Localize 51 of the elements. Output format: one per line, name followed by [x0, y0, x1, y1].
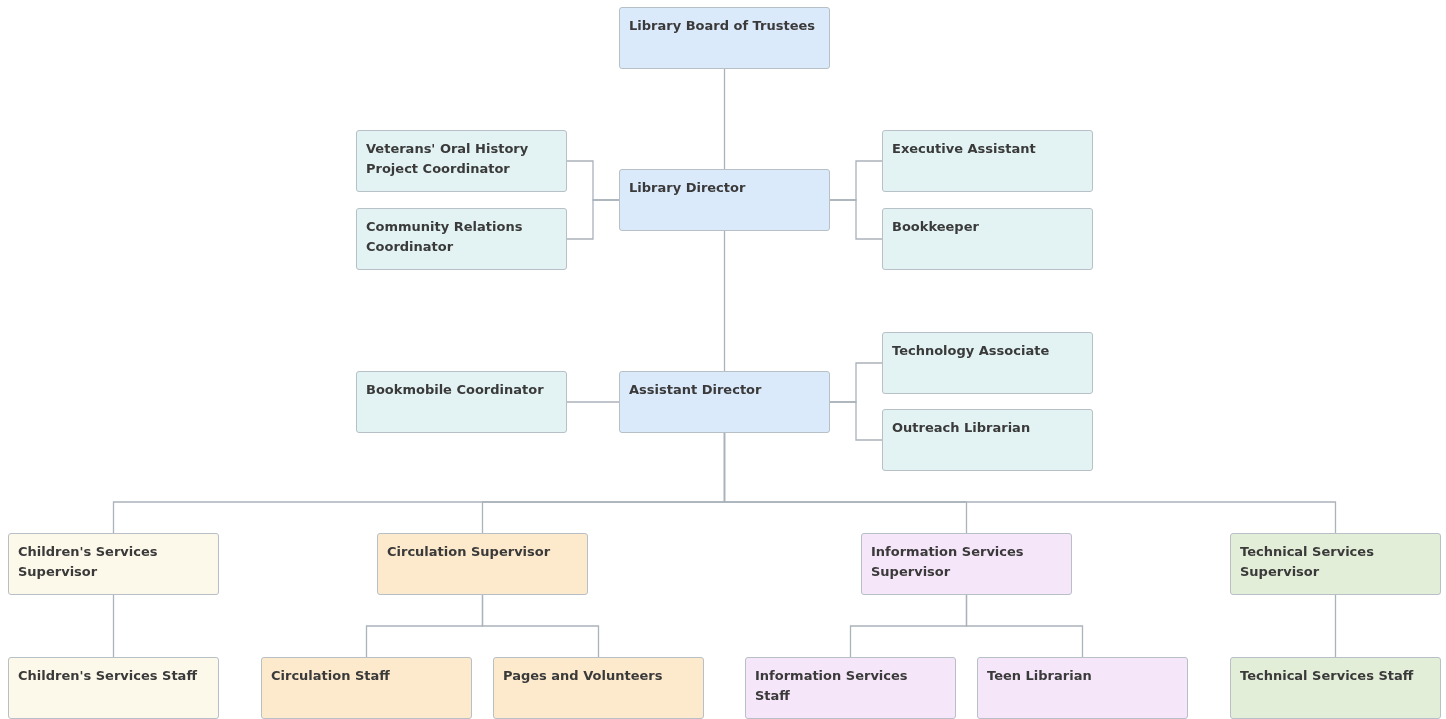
position-title: Technical Services Supervisor — [1240, 543, 1375, 581]
position-title: Teen Librarian — [987, 667, 1093, 685]
position-box — [261, 657, 472, 719]
position-box — [1230, 657, 1441, 719]
position-title: Assistant Director — [629, 381, 763, 399]
position-title: Pages and Volunteers — [503, 667, 664, 685]
position-box — [8, 657, 219, 719]
position-box — [882, 130, 1093, 192]
position-title: Outreach Librarian — [892, 419, 1032, 437]
position-title: Library Director — [629, 179, 747, 197]
position-box — [377, 533, 588, 595]
position-title: Technology Associate — [892, 342, 1051, 360]
position-title: Technical Services Staff — [1240, 667, 1415, 685]
position-title: Bookkeeper — [892, 218, 980, 236]
position-box — [882, 208, 1093, 270]
position-title: Children's Services Staff — [18, 667, 198, 685]
position-box — [619, 7, 830, 69]
connector-line — [829, 199, 883, 240]
connector-line — [481, 594, 600, 658]
position-box — [619, 169, 830, 231]
position-box — [8, 533, 219, 595]
position-title: Community Relations Coordinator — [366, 218, 524, 256]
position-box — [356, 130, 567, 192]
connector-line — [723, 68, 726, 170]
position-title: Bookmobile Coordinator — [366, 381, 545, 399]
position-box — [619, 371, 830, 433]
connector-line — [723, 432, 1337, 534]
position-box — [882, 332, 1093, 394]
position-title: Children's Services Supervisor — [18, 543, 159, 581]
position-title: Circulation Staff — [271, 667, 391, 685]
position-title: Library Board of Trustees — [629, 17, 817, 35]
connector-line — [965, 594, 1084, 658]
position-box — [861, 533, 1072, 595]
position-box — [356, 371, 567, 433]
connector-line — [723, 230, 726, 372]
position-box — [745, 657, 956, 719]
connector-line — [566, 199, 620, 240]
position-title: Circulation Supervisor — [387, 543, 552, 561]
position-box — [977, 657, 1188, 719]
connector-line — [566, 401, 620, 403]
position-box — [882, 409, 1093, 471]
connector-line — [112, 594, 115, 658]
connector-line — [829, 401, 883, 441]
position-box — [493, 657, 704, 719]
position-box — [356, 208, 567, 270]
position-title: Executive Assistant — [892, 140, 1037, 158]
connector-line — [1334, 594, 1337, 658]
position-title: Information Services Supervisor — [871, 543, 1025, 581]
position-box — [1230, 533, 1441, 595]
position-title: Information Services Staff — [755, 667, 909, 705]
position-title: Veterans' Oral History Project Coordinator — [366, 140, 530, 178]
